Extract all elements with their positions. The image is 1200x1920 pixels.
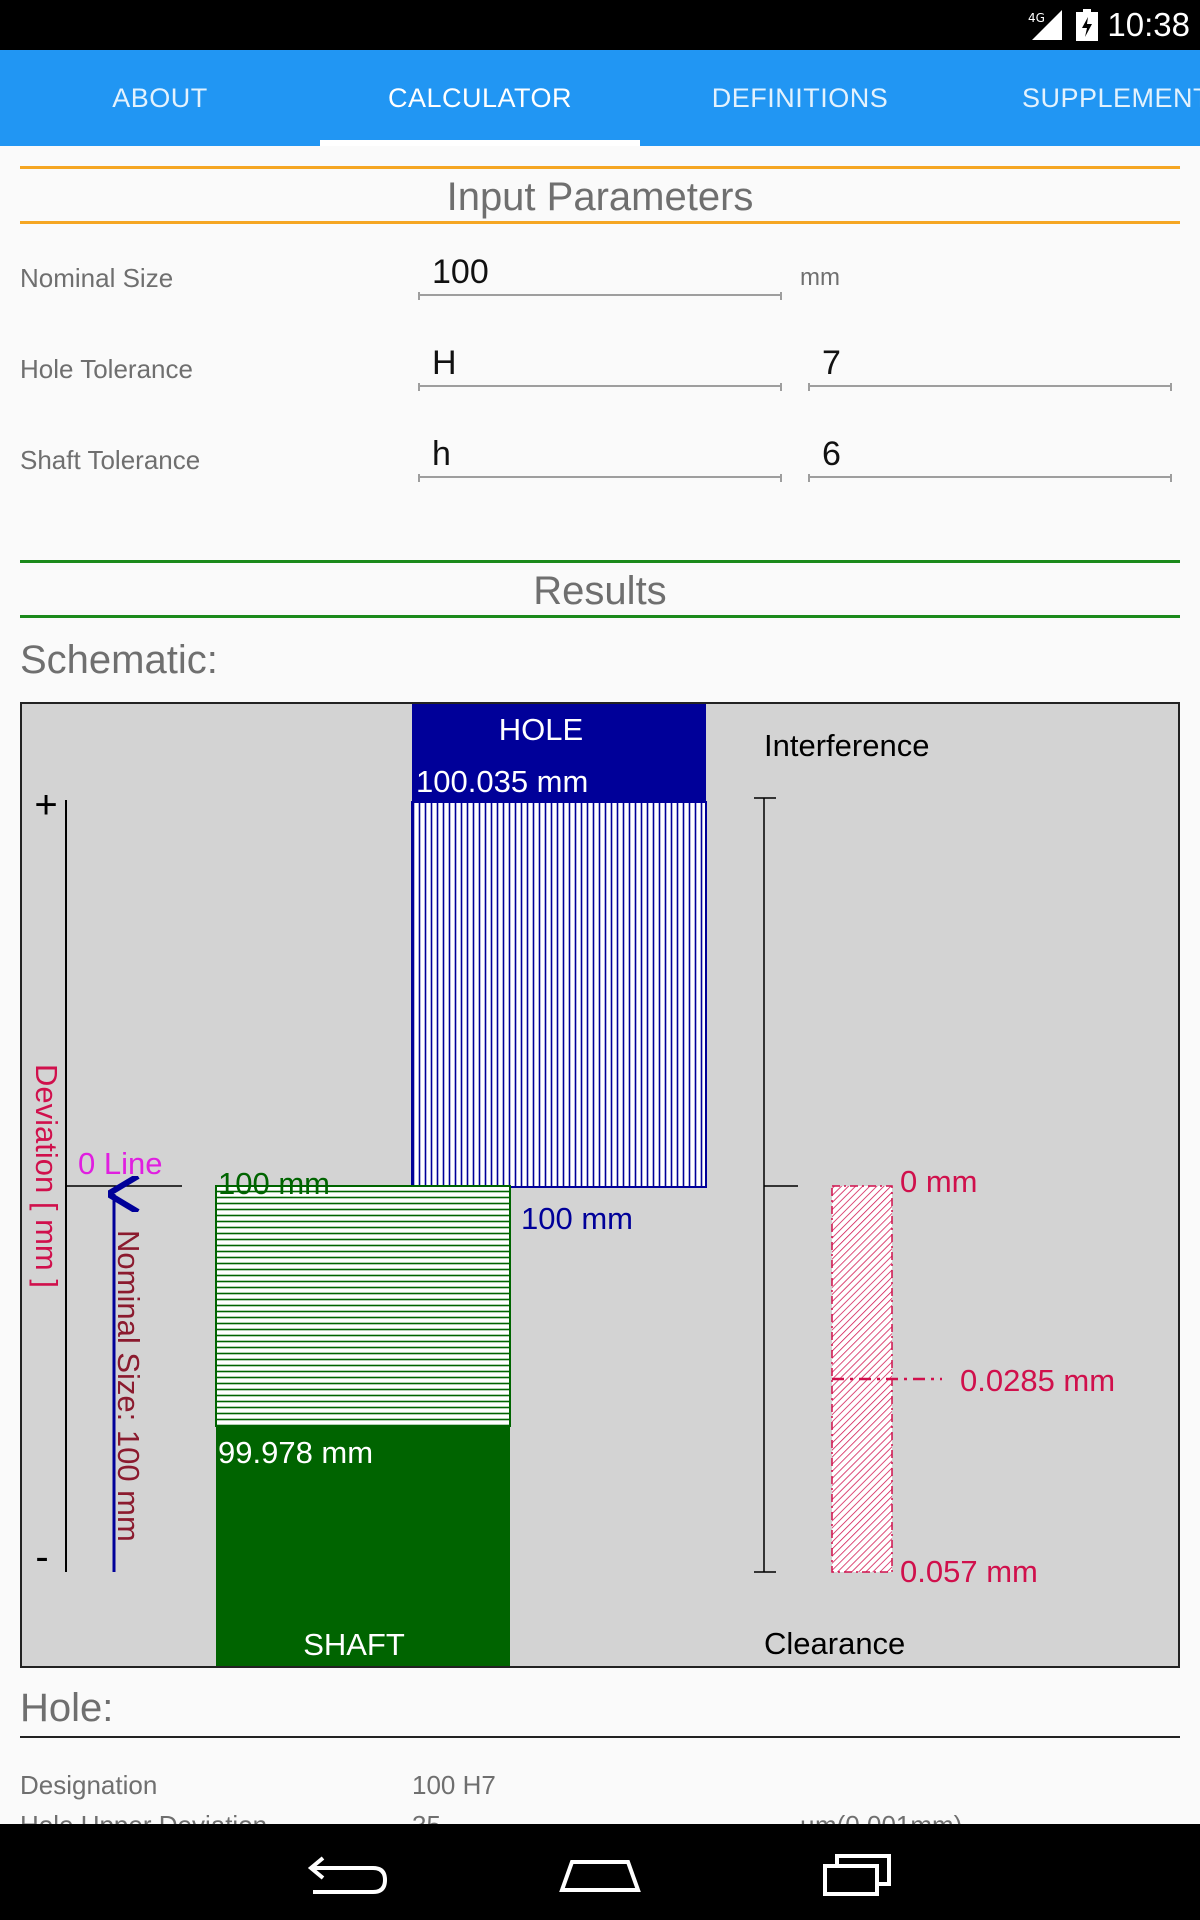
shaft-solid-block bbox=[216, 1426, 510, 1666]
nominal-size-unit: mm bbox=[800, 264, 840, 291]
hole-tolerance-letter-input[interactable] bbox=[418, 341, 782, 387]
results-header: Results bbox=[20, 560, 1180, 618]
deviation-axis-label: Deviation [ mm ] bbox=[29, 1064, 64, 1288]
hole-tolerance-grade-field[interactable] bbox=[808, 341, 1172, 391]
tab-bar: ABOUT CALCULATOR DEFINITIONS SUPPLEMENT bbox=[0, 50, 1200, 146]
hole-solid-block bbox=[412, 704, 706, 802]
cell-signal-icon: 4G bbox=[1028, 10, 1062, 40]
interference-label: Interference bbox=[764, 728, 929, 763]
home-icon[interactable] bbox=[540, 1838, 660, 1908]
shaft-tolerance-grade-input[interactable] bbox=[808, 432, 1172, 478]
tolerance-schematic: HOLE 100.035 mm 100 mm 100 mm 99.978 mm … bbox=[20, 702, 1180, 1668]
hole-upper-deviation-value: 35 bbox=[412, 1810, 441, 1824]
shaft-tolerance-grade-field[interactable] bbox=[808, 432, 1172, 482]
tab-about[interactable]: ABOUT bbox=[112, 83, 208, 113]
hole-upper-deviation-label: Hole Upper Deviation bbox=[20, 1810, 267, 1824]
shaft-label: SHAFT bbox=[303, 1627, 405, 1662]
battery-icon bbox=[1076, 9, 1098, 41]
calculator-content[interactable]: Input Parameters Nominal Size mm Hole To… bbox=[0, 146, 1200, 1824]
hole-upper-deviation-unit: µm(0.001mm) bbox=[800, 1810, 962, 1824]
schematic-drawing: HOLE 100.035 mm 100 mm 100 mm 99.978 mm … bbox=[29, 704, 1115, 1666]
hole-tolerance-letter-field[interactable] bbox=[418, 341, 782, 391]
fit-min-value: 0 mm bbox=[900, 1164, 978, 1199]
recents-icon[interactable] bbox=[797, 1838, 917, 1908]
zero-line-label: 0 Line bbox=[78, 1146, 162, 1181]
plus-sign: + bbox=[34, 783, 57, 827]
designation-value: 100 H7 bbox=[412, 1770, 496, 1800]
tab-calculator[interactable]: CALCULATOR bbox=[387, 83, 573, 113]
hole-upper-limit: 100.035 mm bbox=[416, 764, 588, 799]
schematic-label: Schematic: bbox=[20, 638, 218, 682]
back-icon[interactable] bbox=[283, 1838, 403, 1908]
navigation-bar bbox=[0, 1824, 1200, 1920]
clearance-label: Clearance bbox=[764, 1626, 905, 1661]
nominal-size-arrow-label: Nominal Size: 100 mm bbox=[111, 1230, 146, 1542]
hole-section-title: Hole: bbox=[20, 1686, 114, 1730]
tab-supplement[interactable]: SUPPLEMENT bbox=[1022, 83, 1200, 113]
hole-tolerance-zone bbox=[411, 801, 707, 1188]
status-bar: 4G 10:38 bbox=[0, 0, 1200, 50]
minus-sign: - bbox=[35, 1535, 48, 1579]
hole-lower-limit: 100 mm bbox=[521, 1201, 633, 1236]
shaft-tolerance-letter-input[interactable] bbox=[418, 432, 782, 478]
fit-max-value: 0.057 mm bbox=[900, 1554, 1038, 1589]
nominal-size-label: Nominal Size bbox=[20, 263, 174, 293]
shaft-tolerance-label: Shaft Tolerance bbox=[20, 445, 201, 475]
hole-tolerance-grade-input[interactable] bbox=[808, 341, 1172, 387]
clock: 10:38 bbox=[1107, 6, 1190, 43]
active-tab-indicator bbox=[320, 140, 640, 146]
hole-tolerance-label: Hole Tolerance bbox=[20, 354, 193, 384]
designation-label: Designation bbox=[20, 1770, 158, 1800]
hole-label: HOLE bbox=[499, 712, 583, 747]
input-parameters-header: Input Parameters bbox=[20, 166, 1180, 224]
hole-section-divider bbox=[20, 1736, 1180, 1738]
fit-mean-value: 0.0285 mm bbox=[960, 1363, 1115, 1398]
shaft-tolerance-zone bbox=[215, 1185, 511, 1427]
tab-definitions[interactable]: DEFINITIONS bbox=[711, 83, 889, 113]
network-type: 4G bbox=[1028, 11, 1045, 25]
shaft-upper-limit: 100 mm bbox=[218, 1166, 330, 1201]
nominal-size-input[interactable] bbox=[418, 250, 782, 296]
nominal-size-field[interactable] bbox=[418, 250, 782, 300]
shaft-tolerance-letter-field[interactable] bbox=[418, 432, 782, 482]
shaft-lower-limit: 99.978 mm bbox=[218, 1435, 373, 1470]
